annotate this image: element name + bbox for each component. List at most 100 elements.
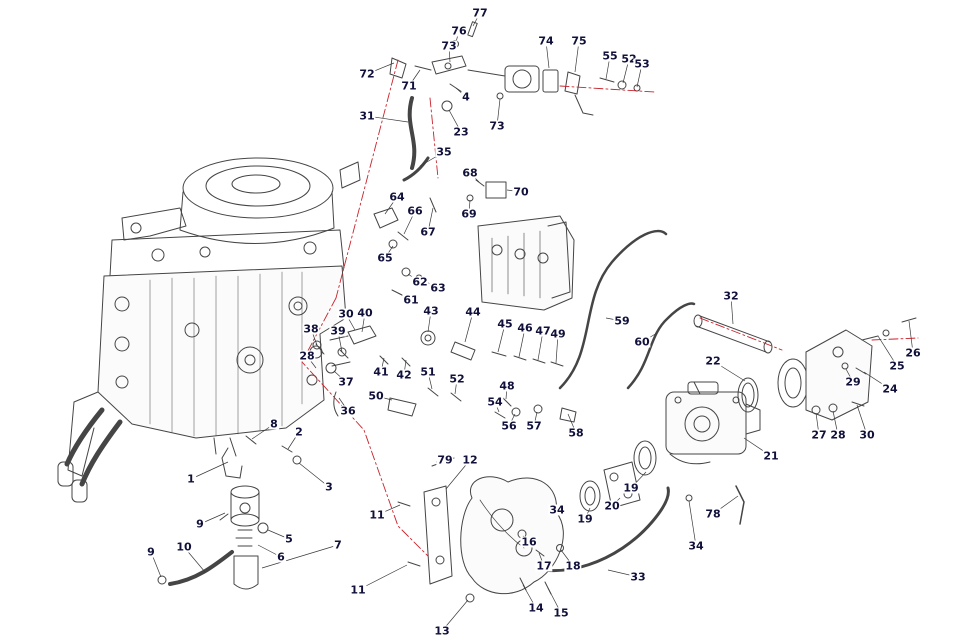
part-label-22: 22 [704, 354, 722, 368]
part-label-75: 75 [570, 34, 588, 48]
part-label-67: 67 [419, 225, 437, 239]
part-label-71: 71 [400, 79, 418, 93]
part-label-40: 40 [356, 306, 374, 320]
part-label-79: 79 [436, 453, 454, 467]
part-label-2: 2 [294, 425, 304, 439]
part-label-30: 30 [858, 428, 876, 442]
part-label-27: 27 [810, 428, 828, 442]
part-label-9: 9 [195, 517, 205, 531]
part-label-24: 24 [881, 382, 899, 396]
part-label-69: 69 [460, 207, 478, 221]
part-label-59: 59 [613, 314, 631, 328]
part-label-56: 56 [500, 419, 518, 433]
part-label-19: 19 [576, 512, 594, 526]
part-label-20: 20 [603, 499, 621, 513]
part-label-44: 44 [464, 305, 482, 319]
part-label-73: 73 [488, 119, 506, 133]
part-label-60: 60 [633, 335, 651, 349]
part-label-33: 33 [629, 570, 647, 584]
part-label-53: 53 [633, 57, 651, 71]
intake-elbow [737, 317, 917, 421]
part-label-37: 37 [337, 375, 355, 389]
part-label-57: 57 [525, 419, 543, 433]
part-label-63: 63 [429, 281, 447, 295]
part-label-10: 10 [175, 540, 193, 554]
part-label-62: 62 [411, 275, 429, 289]
part-label-73: 73 [440, 39, 458, 53]
part-label-43: 43 [422, 304, 440, 318]
leader-line-3 [298, 462, 330, 488]
leader-line-34 [688, 500, 697, 547]
part-label-38: 38 [302, 322, 320, 336]
part-label-41: 41 [372, 365, 390, 379]
part-label-15: 15 [552, 606, 570, 620]
part-label-26: 26 [904, 346, 922, 360]
part-label-5: 5 [284, 532, 294, 546]
part-label-34: 34 [687, 539, 705, 553]
part-label-36: 36 [339, 404, 357, 418]
intake-tube [693, 314, 773, 354]
part-label-3: 3 [324, 480, 334, 494]
part-label-68: 68 [461, 166, 479, 180]
part-label-45: 45 [496, 317, 514, 331]
part-label-14: 14 [527, 601, 545, 615]
part-label-74: 74 [537, 34, 555, 48]
part-label-61: 61 [402, 293, 420, 307]
part-label-35: 35 [435, 145, 453, 159]
part-label-65: 65 [376, 251, 394, 265]
part-label-21: 21 [762, 449, 780, 463]
part-label-72: 72 [358, 67, 376, 81]
part-label-34: 34 [548, 503, 566, 517]
part-label-54: 54 [486, 395, 504, 409]
part-label-17: 17 [535, 559, 553, 573]
part-label-11: 11 [349, 583, 367, 597]
part-label-25: 25 [888, 359, 906, 373]
part-label-12: 12 [461, 453, 479, 467]
part-label-52: 52 [620, 52, 638, 66]
part-label-28: 28 [298, 349, 316, 363]
part-label-9: 9 [146, 545, 156, 559]
part-label-70: 70 [512, 185, 530, 199]
part-label-51: 51 [419, 365, 437, 379]
part-label-6: 6 [276, 550, 286, 564]
part-label-7: 7 [333, 538, 343, 552]
phantom-boundary-lines [301, 59, 919, 557]
part-label-19: 19 [622, 481, 640, 495]
part-label-13: 13 [433, 624, 451, 638]
part-label-23: 23 [452, 125, 470, 139]
part-label-77: 77 [471, 6, 489, 20]
part-label-78: 78 [704, 507, 722, 521]
part-label-55: 55 [601, 49, 619, 63]
part-label-31: 31 [358, 109, 376, 123]
part-label-28: 28 [829, 428, 847, 442]
part-label-48: 48 [498, 379, 516, 393]
part-label-16: 16 [520, 535, 538, 549]
part-label-1: 1 [186, 472, 196, 486]
part-label-8: 8 [269, 417, 279, 431]
engine-block [57, 157, 361, 503]
part-label-49: 49 [549, 327, 567, 341]
part-label-39: 39 [329, 324, 347, 338]
fuel-filter-assembly [157, 435, 302, 590]
part-label-66: 66 [406, 204, 424, 218]
part-label-47: 47 [534, 324, 552, 338]
part-label-42: 42 [395, 368, 413, 382]
part-label-18: 18 [564, 559, 582, 573]
part-label-58: 58 [567, 426, 585, 440]
part-label-4: 4 [461, 90, 471, 104]
leader-line-1 [190, 461, 229, 480]
part-label-64: 64 [388, 190, 406, 204]
part-label-32: 32 [722, 289, 740, 303]
part-label-50: 50 [367, 389, 385, 403]
part-label-52: 52 [448, 372, 466, 386]
leader-line-7 [261, 544, 339, 569]
part-label-29: 29 [844, 375, 862, 389]
carburetor [665, 381, 761, 465]
part-label-30: 30 [337, 307, 355, 321]
part-label-46: 46 [516, 321, 534, 335]
fuel-pump-assembly [389, 21, 641, 182]
part-label-76: 76 [450, 24, 468, 38]
